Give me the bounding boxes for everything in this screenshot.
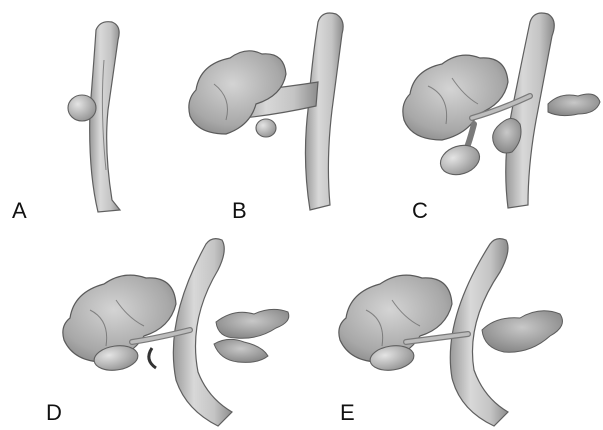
panel-d-dorsal-pancreas bbox=[216, 309, 289, 338]
panel-label-c: C bbox=[412, 200, 428, 222]
panel-a-foregut-tube bbox=[90, 22, 120, 212]
panel-label-b: B bbox=[232, 200, 247, 222]
panel-a-drawing bbox=[68, 22, 120, 212]
panel-label-a: A bbox=[12, 200, 27, 222]
panel-label-e: E bbox=[340, 402, 355, 424]
panel-c-dorsal-pancreas bbox=[548, 94, 600, 116]
panel-label-d: D bbox=[46, 402, 62, 424]
panel-c-liver bbox=[403, 55, 508, 140]
panel-e-pancreas bbox=[482, 311, 562, 352]
panel-c-gallbladder bbox=[437, 141, 484, 180]
panel-c-foregut-tube bbox=[506, 13, 555, 208]
panel-a-hepatic-diverticulum bbox=[68, 95, 96, 121]
panel-b-drawing bbox=[189, 13, 343, 210]
panel-d-rotation-arrow bbox=[149, 348, 156, 368]
panel-b-gallbladder-bud bbox=[256, 119, 276, 137]
panel-e-drawing bbox=[339, 239, 563, 426]
panel-c-drawing bbox=[403, 13, 600, 208]
panel-d-ventral-pancreas bbox=[214, 339, 268, 362]
panel-d-drawing bbox=[63, 239, 289, 426]
panel-b-foregut-tube bbox=[305, 13, 343, 210]
